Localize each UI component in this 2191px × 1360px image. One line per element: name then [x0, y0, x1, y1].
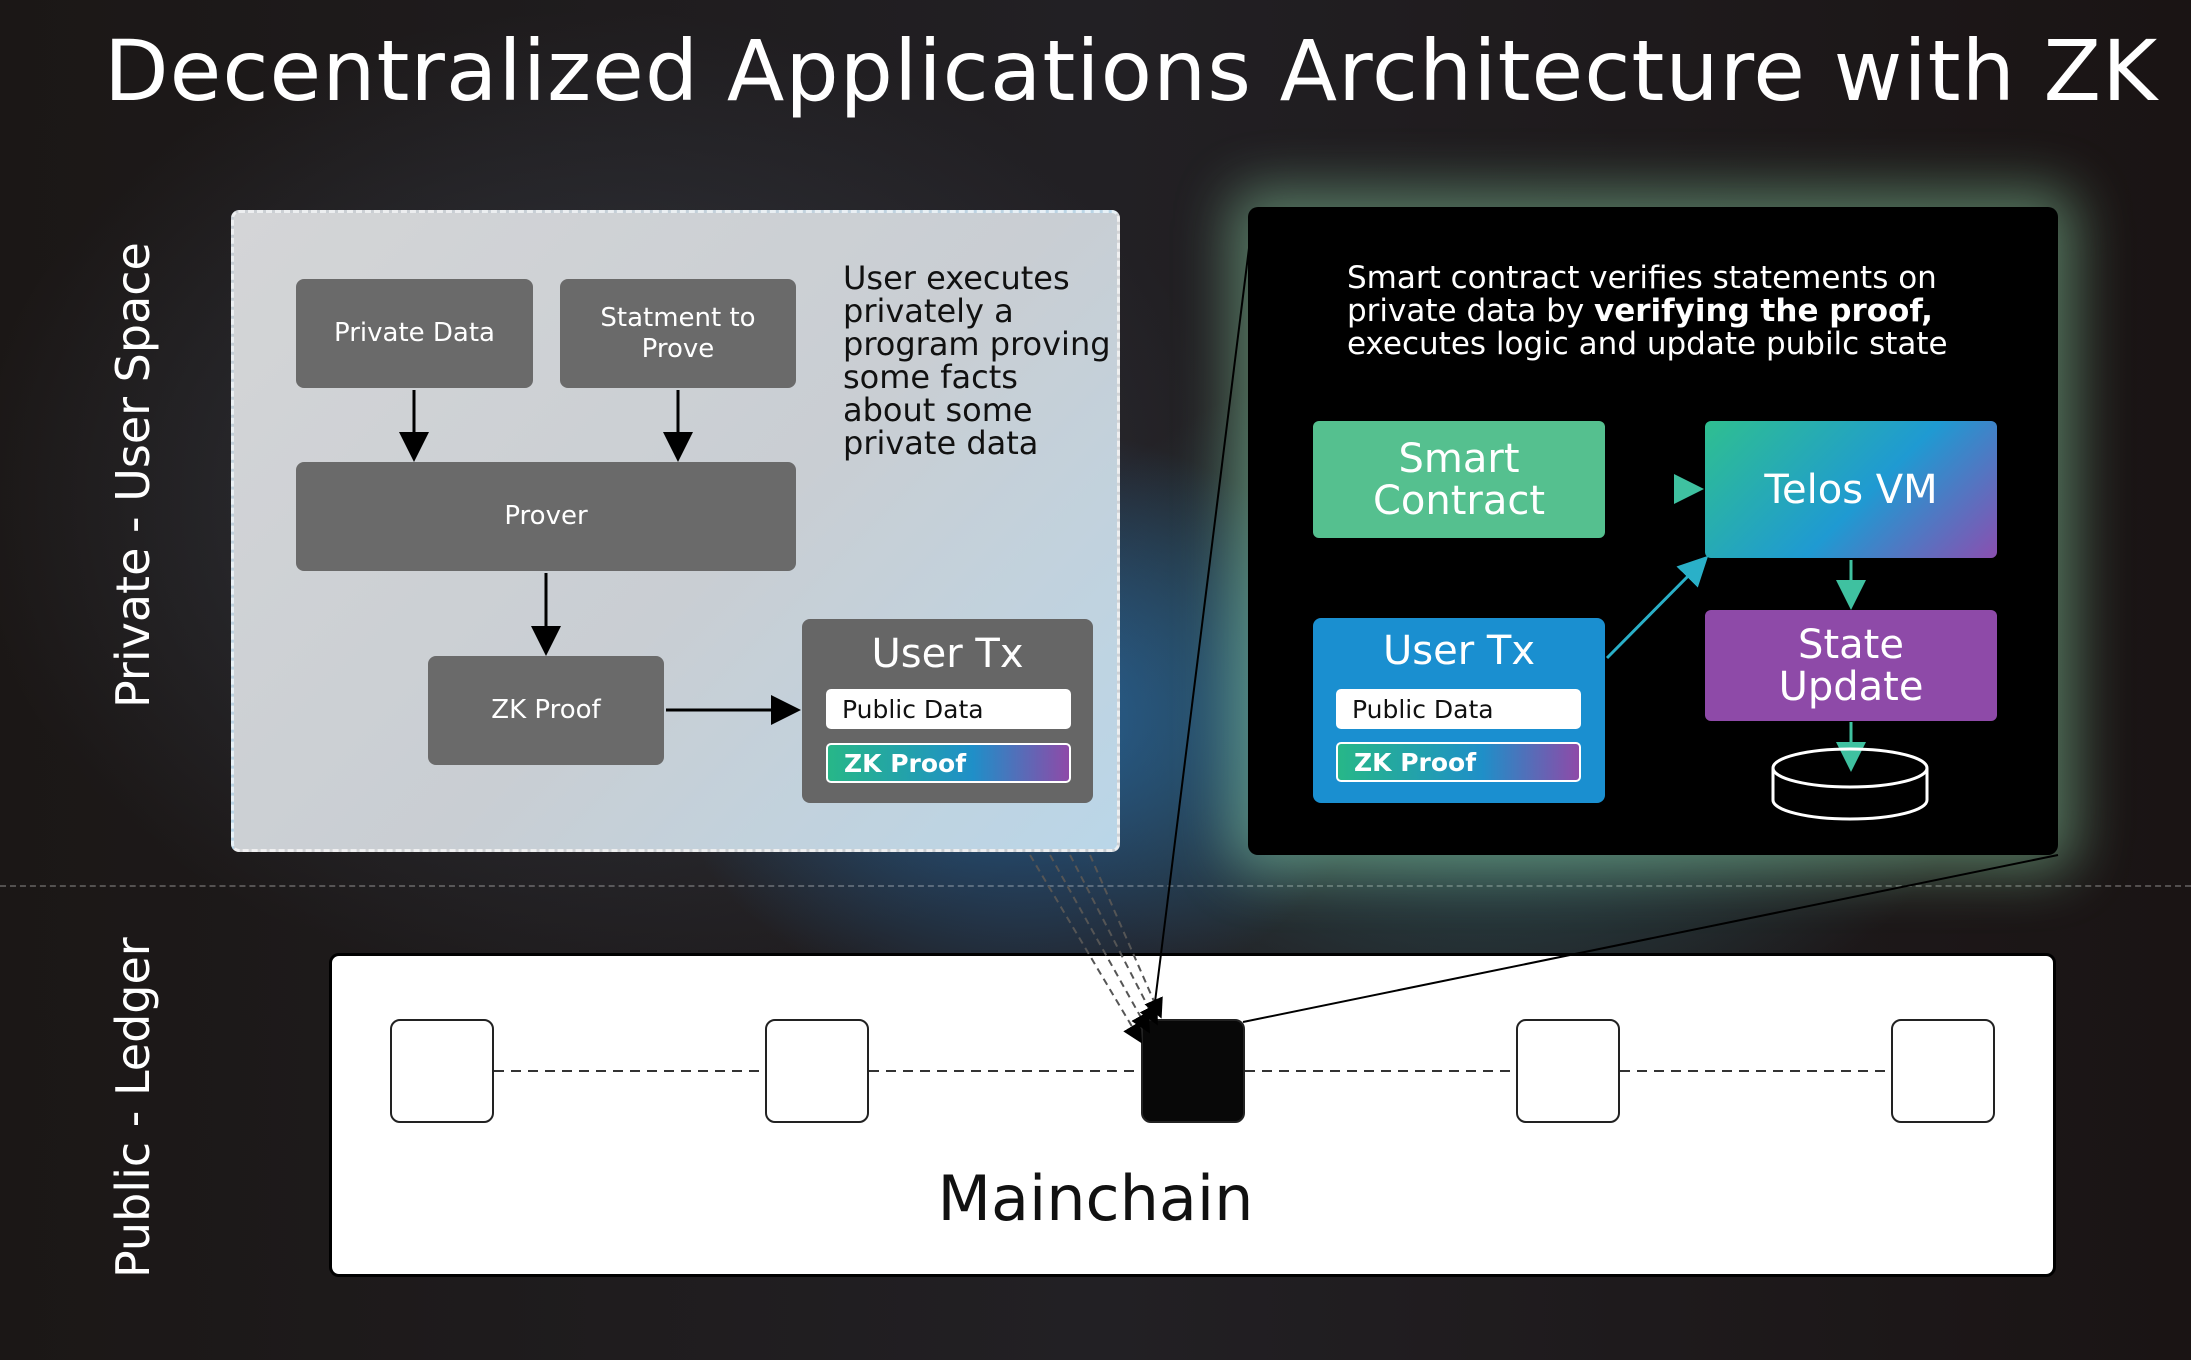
zk-proof-label: ZK Proof	[491, 695, 601, 725]
zk-proof-field: ZK Proof	[826, 743, 1071, 783]
user-tx-title-public: User Tx	[1383, 628, 1535, 674]
public-data-label-public: Public Data	[1352, 694, 1494, 724]
description-text-bold: verifying the proof,	[1594, 293, 1933, 329]
private-note: User executes privately a program provin…	[843, 259, 1111, 462]
zoom-line-left	[1152, 239, 1251, 1019]
zk-proof-field-label: ZK Proof	[844, 748, 967, 778]
smart-contract-description: Smart contract verifies statements on pr…	[1347, 262, 1987, 361]
private-data-label: Private Data	[334, 318, 495, 348]
prover-box: Prover	[296, 462, 796, 571]
space-divider	[0, 885, 2191, 887]
user-tx-card-public: User Tx Public Data ZK Proof	[1313, 618, 1605, 803]
ledger-block-active	[1141, 1019, 1245, 1123]
ledger-block	[765, 1019, 869, 1123]
smart-contract-box: Smart Contract	[1313, 421, 1605, 538]
telos-vm-label: Telos VM	[1764, 466, 1938, 513]
zk-proof-field-label-public: ZK Proof	[1354, 747, 1477, 777]
private-data-box: Private Data	[296, 279, 533, 388]
database-icon	[1771, 747, 1929, 821]
smart-contract-label: Smart Contract	[1372, 435, 1546, 524]
zk-proof-field-public: ZK Proof	[1336, 742, 1581, 782]
public-data-field-public: Public Data	[1336, 689, 1581, 729]
prover-label: Prover	[504, 501, 588, 531]
user-tx-title: User Tx	[871, 631, 1024, 677]
ledger-block	[1891, 1019, 1995, 1123]
zoom-line-right	[1242, 854, 2059, 1023]
state-update-box: State Update	[1705, 610, 1997, 721]
description-text-end: executes logic and update pubilc state	[1347, 326, 1948, 362]
zk-proof-box: ZK Proof	[428, 656, 664, 765]
arrow-user-tx-to-telos-vm	[1605, 555, 1709, 660]
ledger-block	[1516, 1019, 1620, 1123]
tx-to-block-dashed	[1049, 854, 1150, 1034]
description-text-start: Smart contract verifies statements on pr…	[1347, 260, 1937, 329]
public-data-field: Public Data	[826, 689, 1071, 729]
state-update-label: State Update	[1778, 621, 1924, 710]
tx-to-block-dashed	[1089, 854, 1163, 1019]
statement-to-prove-label: Statment to Prove	[600, 302, 756, 364]
ledger-block	[390, 1019, 494, 1123]
user-tx-card-private: User Tx Public Data ZK Proof	[802, 619, 1093, 803]
statement-to-prove-box: Statment to Prove	[560, 279, 796, 388]
public-data-label: Public Data	[842, 694, 984, 724]
tx-to-block-dashed	[1069, 854, 1158, 1026]
telos-vm-box: Telos VM	[1705, 421, 1997, 558]
tx-to-block-dashed	[1029, 854, 1143, 1044]
page-title: Decentralized Applications Architecture …	[104, 22, 2159, 120]
mainchain-label: Mainchain	[937, 1162, 1254, 1235]
